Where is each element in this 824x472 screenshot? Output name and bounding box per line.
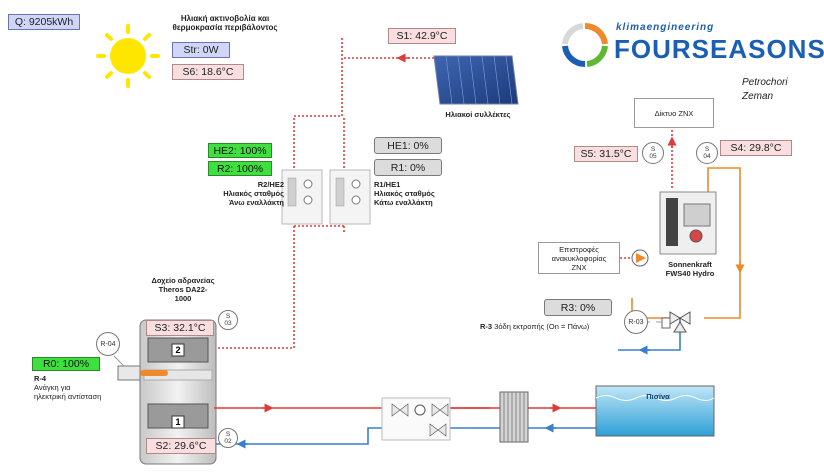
solar-caption-line1: Ηλιακή ακτινοβολία και bbox=[180, 14, 270, 23]
collectors-label: Ηλιακοί συλλέκτες bbox=[445, 110, 511, 119]
recirculation-line3: ΖΝΧ bbox=[571, 262, 587, 272]
r4-caption-line1: Ανάγκη για bbox=[34, 383, 71, 392]
tank-zone-upper: 2 bbox=[175, 345, 181, 355]
electric-heater-element bbox=[117, 365, 168, 381]
r04-tag: R-04 bbox=[96, 332, 120, 356]
sensor-s3-readout: S3: 32.1°C bbox=[146, 320, 214, 336]
r2-readout: R2: 100% bbox=[208, 161, 272, 176]
pool bbox=[595, 385, 715, 437]
r3-caption: R-3 3όδη εκτροπής (On = Πάνω) bbox=[480, 322, 589, 331]
recirculation-line2: ανακυκλοφορίας bbox=[551, 253, 607, 263]
sensor-s2-tag-letter: S bbox=[225, 431, 231, 438]
sensor-s5-tag: S 05 bbox=[642, 142, 664, 164]
sensor-s2-tag-number: 02 bbox=[224, 438, 232, 445]
company-logo: klimaengineering FOURSEASONS bbox=[556, 20, 824, 70]
sensor-s4-tag-number: 04 bbox=[703, 153, 711, 160]
znx-network-box: Δίκτυο ΖΝΧ bbox=[634, 98, 714, 128]
r1-readout: R1: 0% bbox=[374, 159, 442, 176]
r03-tag: R-03 bbox=[624, 310, 648, 334]
r3-readout: R3: 0% bbox=[544, 299, 612, 316]
location-line1: Petrochori bbox=[742, 77, 788, 88]
recirculation-pump-icon bbox=[631, 249, 649, 267]
station-upper-line1: R2/HE2 bbox=[257, 180, 284, 189]
sonnenkraft-line2: FWS40 Hydro bbox=[665, 269, 715, 278]
sensor-s4-readout: S4: 29.8°C bbox=[720, 140, 792, 156]
tank-zone-lower: 1 bbox=[175, 417, 181, 427]
r0-readout: R0: 100% bbox=[32, 357, 100, 371]
solar-caption-line2: θερμοκρασία περιβάλοντος bbox=[172, 23, 278, 32]
tank-label: Δοχείο αδρανείας Theros DA22- 1000 bbox=[140, 276, 226, 303]
station-upper-label: R2/HE2 Ηλιακός σταθμός Άνω εναλλάκτη bbox=[210, 180, 284, 207]
tank-label-line1: Δοχείο αδρανείας bbox=[151, 276, 215, 285]
solar-radiation-readout: Str: 0W bbox=[172, 42, 230, 58]
pump-group bbox=[381, 397, 451, 441]
three-way-valve-icon bbox=[661, 311, 691, 333]
sensor-s6-readout: S6: 18.6°C bbox=[172, 64, 244, 80]
solar-collector-panel bbox=[433, 55, 519, 105]
solar-caption: Ηλιακή ακτινοβολία και θερμοκρασία περιβ… bbox=[150, 14, 300, 32]
station-lower-line3: Κάτω εναλλάκτη bbox=[374, 198, 433, 207]
r4-caption: R-4 Ανάγκη για ηλεκτρική αντίσταση bbox=[34, 374, 101, 401]
energy-counter: Q: 9205kWh bbox=[8, 14, 80, 30]
sensor-s4-tag-letter: S bbox=[704, 146, 710, 153]
sun-icon bbox=[96, 24, 160, 88]
station-lower-label: R1/HE1 Ηλιακός σταθμός Κάτω εναλλάκτη bbox=[374, 180, 448, 207]
pool-label: Πισίνα bbox=[646, 392, 670, 401]
r4-caption-line2: ηλεκτρική αντίσταση bbox=[34, 392, 102, 401]
sensor-s5-tag-letter: S bbox=[650, 146, 656, 153]
solar-station-upper bbox=[281, 169, 323, 225]
tank-label-line3: 1000 bbox=[174, 294, 192, 303]
r3-caption-text: 3όδη εκτροπής (On = Πάνω) bbox=[494, 322, 590, 331]
sensor-s4-tag: S 04 bbox=[696, 142, 718, 164]
logo-tagline: klimaengineering bbox=[616, 22, 715, 33]
buffer-tank bbox=[139, 319, 217, 465]
recirculation-box: Επιστροφές ανακυκλοφορίας ΖΝΧ bbox=[538, 242, 620, 274]
station-upper-line3: Άνω εναλλάκτη bbox=[228, 198, 284, 207]
r3-caption-code: R-3 bbox=[480, 322, 493, 331]
recirculation-line1: Επιστροφές bbox=[559, 244, 599, 254]
sonnenkraft-label: Sonnenkraft FWS40 Hydro bbox=[658, 260, 722, 278]
logo-brand: FOURSEASONS bbox=[614, 34, 824, 64]
sensor-s2-tag: S 02 bbox=[218, 428, 238, 448]
sensor-s1-readout: S1: 42.9°C bbox=[388, 28, 456, 44]
station-upper-line2: Ηλιακός σταθμός bbox=[223, 189, 284, 198]
sensor-s5-readout: S5: 31.5°C bbox=[574, 146, 638, 162]
station-lower-line1: R1/HE1 bbox=[374, 180, 401, 189]
location-label: Petrochori Zeman bbox=[742, 76, 788, 104]
plate-heat-exchanger bbox=[499, 391, 529, 443]
logo-swirl-icon bbox=[562, 22, 608, 68]
sensor-s5-tag-number: 05 bbox=[649, 153, 657, 160]
sonnenkraft-unit bbox=[659, 191, 717, 255]
solar-station-lower bbox=[329, 169, 371, 225]
tank-label-line2: Theros DA22- bbox=[158, 285, 208, 294]
sensor-s3-tag-number: 03 bbox=[224, 320, 232, 327]
he2-readout: HE2: 100% bbox=[208, 143, 272, 158]
sensor-s3-tag-letter: S bbox=[225, 313, 231, 320]
r4-caption-code: R-4 bbox=[34, 374, 47, 383]
station-lower-line2: Ηλιακός σταθμός bbox=[374, 189, 435, 198]
he1-readout: HE1: 0% bbox=[374, 137, 442, 154]
sonnenkraft-line1: Sonnenkraft bbox=[668, 260, 712, 269]
location-line2: Zeman bbox=[742, 91, 774, 102]
sensor-s3-tag: S 03 bbox=[218, 310, 238, 330]
sensor-s2-readout: S2: 29.6°C bbox=[146, 438, 216, 454]
